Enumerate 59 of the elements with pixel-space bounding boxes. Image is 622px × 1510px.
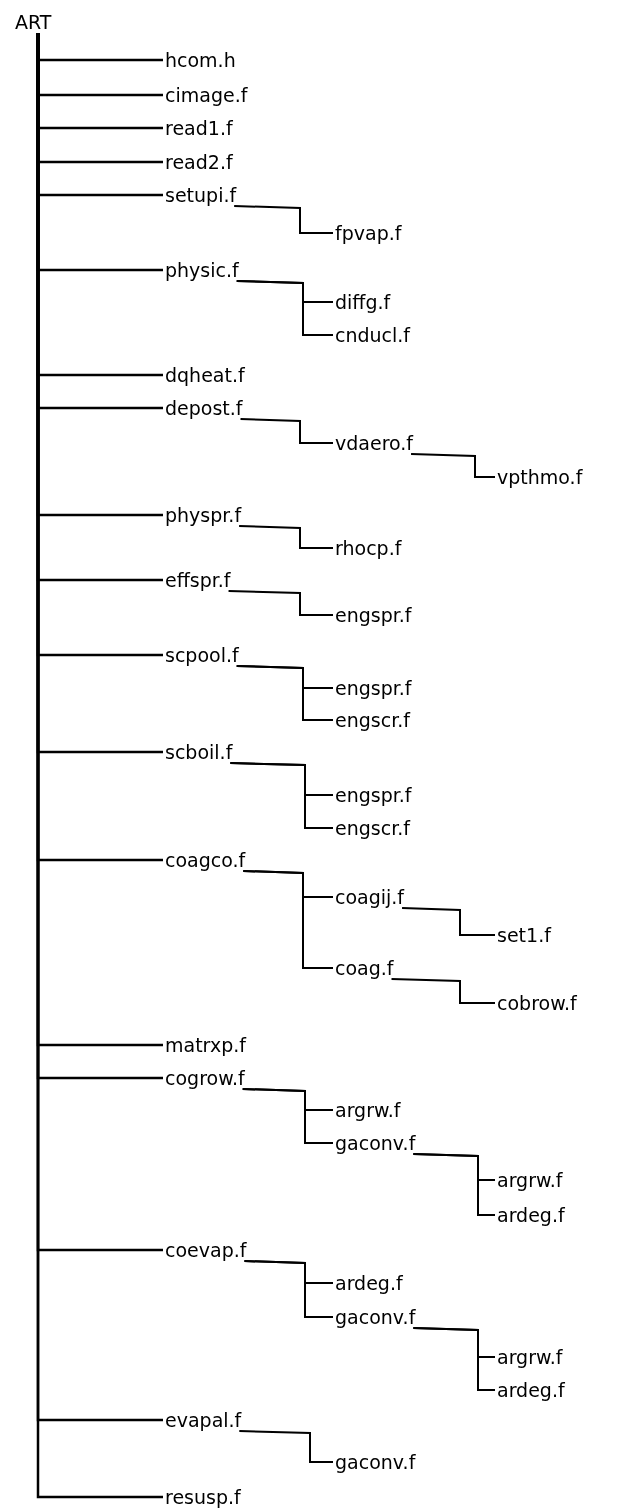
file-name-label: physpr.f <box>165 504 242 526</box>
file-name-label: gaconv.f <box>335 1306 416 1328</box>
tree-connector <box>238 525 334 549</box>
file-name-label: argrw.f <box>497 1346 563 1368</box>
file-name-label: rhocp.f <box>335 537 402 559</box>
tree-connector <box>412 1327 496 1391</box>
file-name-label: gaconv.f <box>335 1451 416 1473</box>
file-name-label: evapal.f <box>165 1409 242 1431</box>
file-name-label: coagco.f <box>165 849 246 871</box>
file-name-label: read1.f <box>165 117 233 139</box>
file-name-label: gaconv.f <box>335 1132 416 1154</box>
file-name-label: fpvap.f <box>335 222 402 244</box>
file-name-label: read2.f <box>165 151 233 173</box>
file-name-label: engspr.f <box>335 604 412 626</box>
file-name-label: depost.f <box>165 397 243 419</box>
file-name-label: dqheat.f <box>165 364 245 386</box>
tree-connector <box>410 453 496 478</box>
file-name-label: hcom.h <box>165 49 236 71</box>
tree-connector <box>242 870 334 969</box>
file-name-label: engspr.f <box>335 677 412 699</box>
file-name-label: resusp.f <box>165 1486 241 1508</box>
tree-connector <box>239 418 334 444</box>
tree-connector <box>235 280 334 336</box>
tree-connector <box>229 762 334 829</box>
tree-connector <box>235 665 334 721</box>
file-name-label: cimage.f <box>165 84 248 106</box>
tree-connector <box>241 1088 334 1144</box>
file-name-label: cobrow.f <box>497 992 577 1014</box>
file-name-label: diffg.f <box>335 291 391 313</box>
file-name-label: engscr.f <box>335 709 410 731</box>
tree-connector <box>401 907 496 936</box>
tree-connector <box>243 1260 334 1318</box>
file-name-label: set1.f <box>497 924 551 946</box>
file-name-label: scpool.f <box>165 644 239 666</box>
file-name-label: coag.f <box>335 957 394 979</box>
file-name-label: coevap.f <box>165 1239 247 1261</box>
tree-connector <box>238 1430 334 1463</box>
file-name-label: engscr.f <box>335 817 410 839</box>
file-name-label: scboil.f <box>165 741 233 763</box>
file-name-label: ardeg.f <box>497 1204 565 1226</box>
file-name-label: ardeg.f <box>497 1379 565 1401</box>
tree-connector <box>412 1153 496 1216</box>
file-name-label: engspr.f <box>335 784 412 806</box>
file-name-label: physic.f <box>165 259 239 281</box>
tree-connector <box>227 590 334 616</box>
file-name-label: vdaero.f <box>335 432 414 454</box>
file-name-label: cogrow.f <box>165 1067 245 1089</box>
file-name-label: argrw.f <box>497 1169 563 1191</box>
file-name-label: cnducl.f <box>335 324 411 346</box>
root-label: ART <box>15 11 52 33</box>
tree-connector <box>390 978 496 1004</box>
file-name-label: effspr.f <box>165 569 231 591</box>
file-name-label: matrxp.f <box>165 1034 246 1056</box>
file-name-label: vpthmo.f <box>497 466 583 488</box>
file-name-label: ardeg.f <box>335 1272 403 1294</box>
file-name-label: coagij.f <box>335 886 405 908</box>
tree-connector <box>233 205 334 234</box>
file-name-label: setupi.f <box>165 184 237 206</box>
file-name-label: argrw.f <box>335 1099 401 1121</box>
